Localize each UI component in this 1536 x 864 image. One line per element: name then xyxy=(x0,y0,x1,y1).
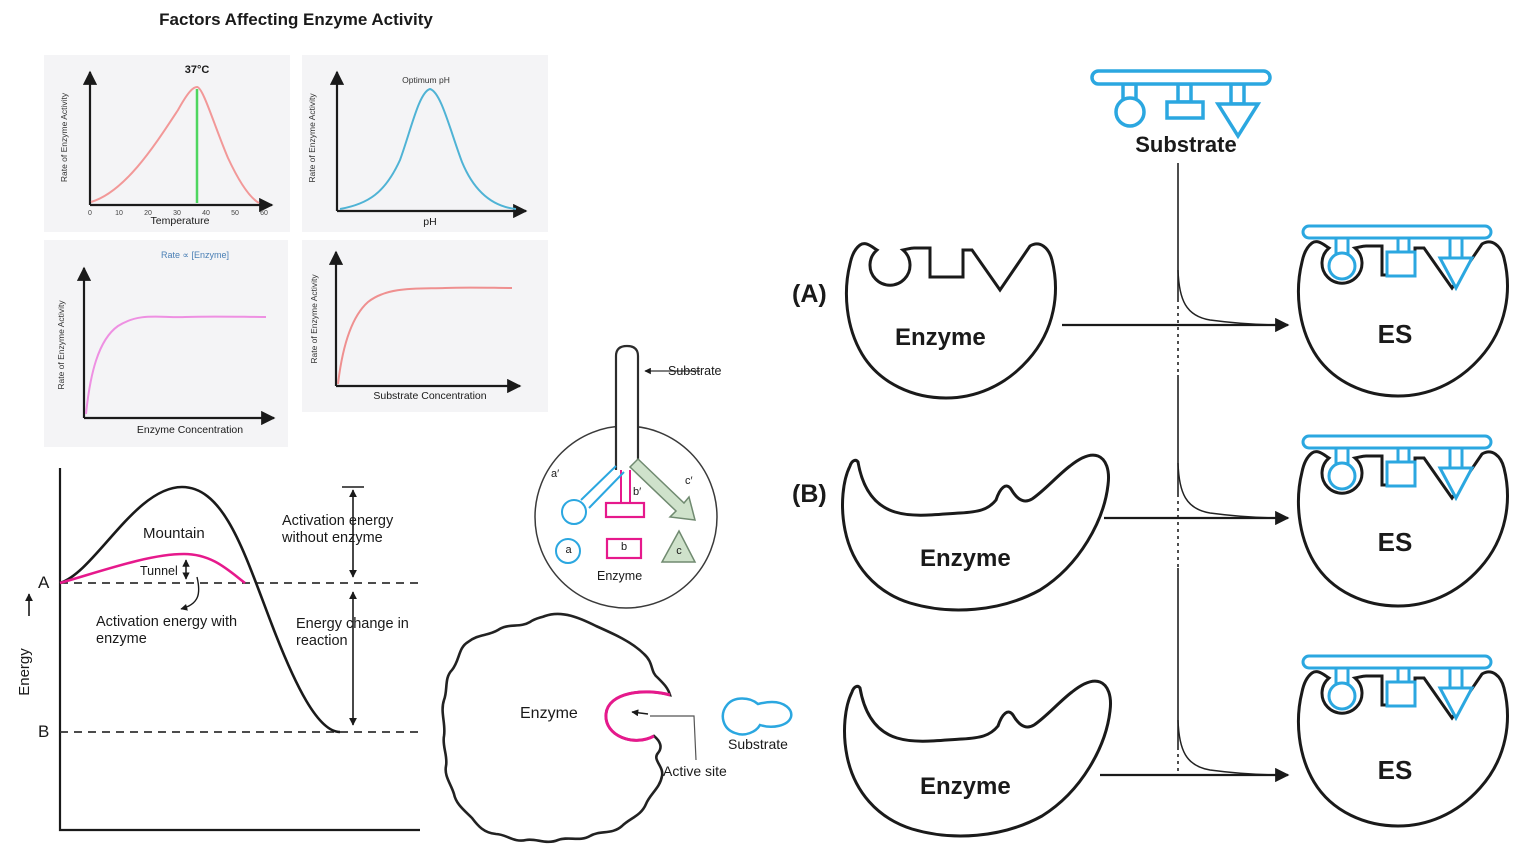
page-title: Factors Affecting Enzyme Activity xyxy=(159,10,433,29)
enzyme-conc-panel xyxy=(44,240,288,447)
temp-tick-60: 60 xyxy=(260,210,268,217)
site-a-prime-rod xyxy=(580,465,625,509)
enzyme-conc-y-label: Rate of Enzyme Activity xyxy=(56,300,66,390)
site-c-prime-label: c′ xyxy=(685,475,693,487)
site-b-label: b xyxy=(620,541,628,553)
factors-charts: 0 10 20 30 40 50 60 xyxy=(44,55,548,447)
feed-curve-c xyxy=(1177,719,1284,776)
temperature-curve xyxy=(90,85,260,204)
free-substrate-blob xyxy=(721,697,793,736)
substrate-ball xyxy=(1114,96,1146,128)
enzyme-conc-curve xyxy=(85,315,267,415)
blob-substrate-label: Substrate xyxy=(728,736,788,752)
temp-peak-label: 37°C xyxy=(184,64,210,76)
lock-key-enzyme-label: Enzyme xyxy=(597,569,643,583)
temp-tick-30: 30 xyxy=(173,210,181,217)
substrate-stem-fill xyxy=(616,346,638,470)
site-b-rect xyxy=(605,537,643,560)
site-b-prime-label: b′ xyxy=(633,486,642,498)
substrate-block xyxy=(1165,100,1205,120)
enzyme-c-label: Enzyme xyxy=(920,773,1011,800)
ph-curve xyxy=(339,87,517,210)
energy-axis-label: Energy xyxy=(16,648,33,696)
temp-tick-40: 40 xyxy=(202,210,210,217)
site-a-circle xyxy=(555,538,581,564)
site-c-label: c xyxy=(676,545,682,557)
optimum-ph-label: Optimum pH xyxy=(402,75,450,85)
temp-x-label: Temperature xyxy=(150,215,210,227)
tunnel-label: Tunnel xyxy=(140,564,178,578)
row-b-label: (B) xyxy=(792,480,827,508)
substrate-conc-panel xyxy=(302,240,548,412)
enzyme-b xyxy=(841,453,1111,612)
lock-key-diagram xyxy=(534,344,718,609)
es-c-label: ES xyxy=(1377,755,1413,785)
activation-without-label: Activation energy without enzyme xyxy=(282,513,394,546)
es-complex-c xyxy=(1298,656,1507,826)
temp-tick-10: 10 xyxy=(115,210,123,217)
ph-x-label: pH xyxy=(423,216,437,228)
active-site-leader-line xyxy=(650,715,697,761)
with-enzyme-pointer-arrow xyxy=(180,576,200,611)
enzyme-c xyxy=(843,679,1113,838)
site-b-prime-bar xyxy=(604,501,646,519)
energy-change-label: Energy change in reaction xyxy=(296,616,409,649)
temp-tick-50: 50 xyxy=(231,210,239,217)
enzyme-a xyxy=(844,242,1057,400)
site-a-label: a xyxy=(565,544,572,556)
site-c-prime-arrow xyxy=(628,457,697,521)
enzyme-a-label: Enzyme xyxy=(895,324,986,351)
substrate-icon xyxy=(1090,69,1272,140)
es-complex-a xyxy=(1298,226,1507,396)
substrate-bar xyxy=(1090,69,1272,86)
row-a-label: (A) xyxy=(792,280,827,308)
enzyme-conc-x-label: Enzyme Concentration xyxy=(136,424,244,436)
feed-curve-b xyxy=(1177,462,1284,519)
temp-y-label: Rate of Enzyme Activity xyxy=(59,92,69,183)
substrate-conc-curve xyxy=(337,286,513,385)
reactant-a-label: A xyxy=(38,573,50,592)
binding-substrate-label: Substrate xyxy=(1135,132,1237,157)
enzyme-blob xyxy=(441,612,672,844)
site-a-prime-label: a′ xyxy=(551,468,560,480)
substrate-stem-outline xyxy=(614,344,640,470)
substrate-conc-y-label: Rate of Enzyme Activity xyxy=(309,274,319,364)
temp-tick-0: 0 xyxy=(88,210,92,217)
induced-fit-diagram xyxy=(441,612,793,844)
mountain-label: Mountain xyxy=(143,525,205,542)
enzyme-b-label: Enzyme xyxy=(920,545,1011,572)
binding-panel xyxy=(841,69,1508,838)
product-b-label: B xyxy=(38,722,50,741)
es-b-label: ES xyxy=(1377,527,1413,557)
es-a-label: ES xyxy=(1377,319,1413,349)
ph-y-label: Rate of Enzyme Activity xyxy=(307,93,317,183)
energy-axes xyxy=(58,468,420,832)
blob-enzyme-label: Enzyme xyxy=(520,705,578,722)
es-complex-b xyxy=(1298,436,1507,606)
active-site-label: Active site xyxy=(663,763,727,779)
energy-diagram xyxy=(25,468,420,832)
substrate-conc-x-label: Substrate Concentration xyxy=(373,390,487,402)
with-enzyme-curve xyxy=(59,552,246,585)
without-enzyme-curve xyxy=(59,485,341,734)
temp-tick-20: 20 xyxy=(144,210,152,217)
lock-key-substrate-label: Substrate xyxy=(668,364,722,378)
activation-with-label: Activation energy with enzyme xyxy=(96,614,238,647)
substrate-wedge xyxy=(1214,102,1262,140)
feed-curve-a xyxy=(1177,269,1284,326)
site-c-triangle xyxy=(660,529,697,563)
site-a-prime-ball xyxy=(561,499,587,525)
active-site-arrow xyxy=(631,709,649,717)
rate-enzyme-formula: Rate ∝ [Enzyme] xyxy=(161,250,229,260)
active-site-pocket xyxy=(604,690,671,742)
